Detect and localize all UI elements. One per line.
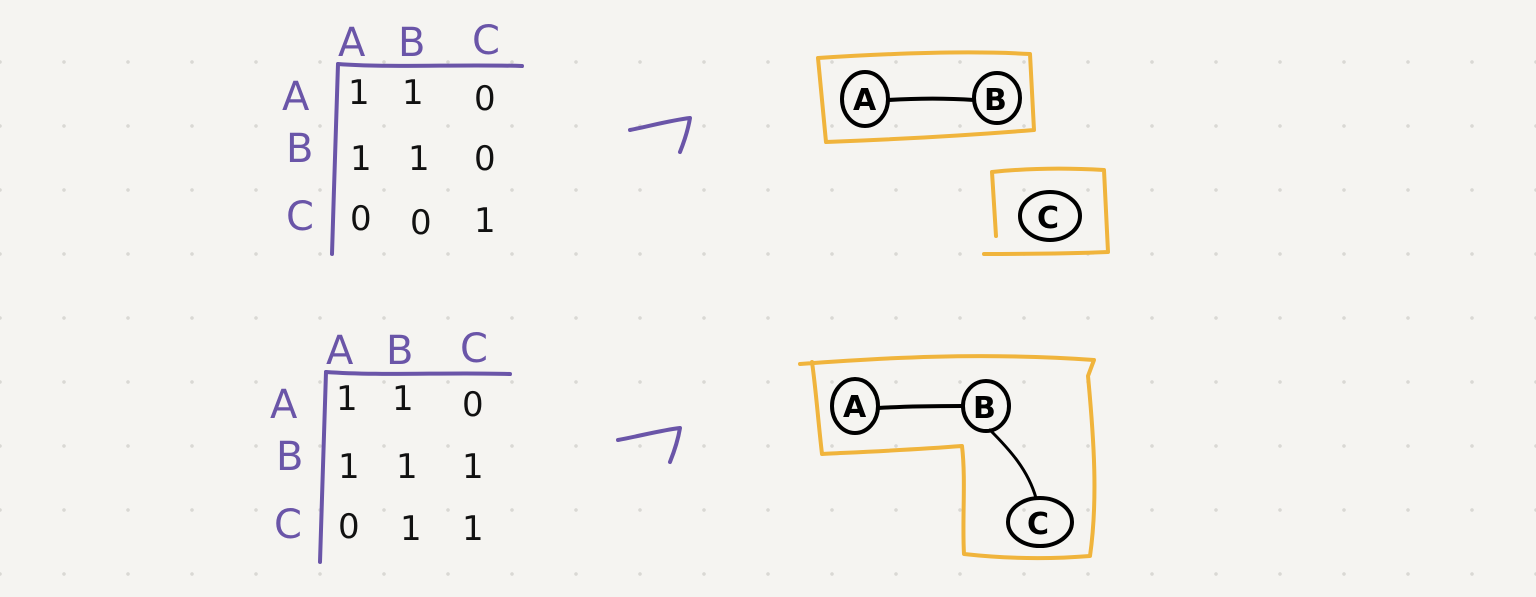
matrix-cell: 0 bbox=[410, 203, 432, 243]
edge-a-b bbox=[876, 404, 964, 410]
matrix-cell: 1 bbox=[350, 139, 372, 179]
component-box-c bbox=[982, 166, 1110, 256]
col-header-a: A bbox=[338, 20, 366, 66]
matrix-cell: 1 bbox=[402, 73, 424, 113]
node-c: C bbox=[1006, 496, 1074, 548]
node-label: A bbox=[853, 83, 877, 118]
node-circle bbox=[972, 71, 1022, 125]
matrix-cell: 1 bbox=[462, 447, 484, 487]
edge-a-b bbox=[886, 96, 976, 102]
matrix-cell: 1 bbox=[336, 379, 358, 419]
row-header-c: C bbox=[286, 194, 314, 240]
edge-b-c bbox=[988, 428, 1038, 500]
example-1: A B C A B C 1 1 0 1 1 0 0 0 1 bbox=[282, 18, 1110, 256]
matrix-cell: 1 bbox=[462, 509, 484, 549]
arrow-2 bbox=[616, 426, 682, 464]
matrix-top-line bbox=[336, 62, 524, 68]
example-2: A B C A B C 1 1 0 1 1 1 0 1 1 bbox=[270, 326, 1097, 564]
node-a: A bbox=[830, 377, 880, 435]
matrix-cell: 1 bbox=[338, 447, 360, 487]
row-header-a: A bbox=[270, 382, 298, 428]
node-label: B bbox=[984, 83, 1007, 118]
node-a: A bbox=[840, 70, 890, 128]
node-c: C bbox=[1018, 190, 1082, 242]
matrix-cell: 1 bbox=[400, 509, 422, 549]
component-box-ab bbox=[816, 50, 1036, 144]
matrix-cell: 1 bbox=[474, 201, 496, 241]
row-header-b: B bbox=[286, 126, 313, 172]
graph-2: A B C bbox=[798, 354, 1097, 561]
node-circle bbox=[840, 70, 890, 128]
right-arrow-icon bbox=[616, 426, 682, 464]
node-label: A bbox=[843, 390, 867, 425]
node-b: B bbox=[972, 71, 1022, 125]
node-circle bbox=[1018, 190, 1082, 242]
col-header-c: C bbox=[460, 326, 488, 372]
matrix-cell: 0 bbox=[462, 385, 484, 425]
graph-1: A B C bbox=[816, 50, 1110, 256]
matrix-cell: 0 bbox=[338, 507, 360, 547]
matrix-cell: 0 bbox=[474, 79, 496, 119]
row-header-a: A bbox=[282, 74, 310, 120]
matrix-cell: 1 bbox=[348, 73, 370, 113]
col-header-b: B bbox=[386, 328, 413, 374]
matrix-cell: 1 bbox=[408, 139, 430, 179]
matrix-left-line bbox=[330, 62, 340, 256]
adjacency-matrix-2: A B C A B C 1 1 0 1 1 1 0 1 1 bbox=[270, 326, 512, 564]
matrix-cell: 0 bbox=[474, 139, 496, 179]
node-circle bbox=[1006, 496, 1074, 548]
col-header-a: A bbox=[326, 328, 354, 374]
row-header-b: B bbox=[276, 434, 303, 480]
node-circle bbox=[830, 377, 880, 435]
adjacency-matrix-1: A B C A B C 1 1 0 1 1 0 0 0 1 bbox=[282, 18, 524, 256]
node-label: C bbox=[1027, 507, 1049, 542]
row-header-c: C bbox=[274, 502, 302, 548]
matrix-cell: 1 bbox=[396, 447, 418, 487]
col-header-c: C bbox=[472, 18, 500, 64]
col-header-b: B bbox=[398, 20, 425, 66]
right-arrow-icon bbox=[628, 116, 692, 154]
node-label: C bbox=[1037, 201, 1059, 236]
matrix-cell: 0 bbox=[350, 199, 372, 239]
matrix-cell: 1 bbox=[392, 379, 414, 419]
node-circle bbox=[961, 379, 1011, 433]
node-label: B bbox=[973, 391, 996, 426]
arrow-1 bbox=[628, 116, 692, 154]
matrix-left-line bbox=[318, 370, 328, 564]
matrix-top-line bbox=[324, 370, 512, 376]
node-b: B bbox=[961, 379, 1011, 433]
component-box-abc bbox=[798, 354, 1097, 561]
